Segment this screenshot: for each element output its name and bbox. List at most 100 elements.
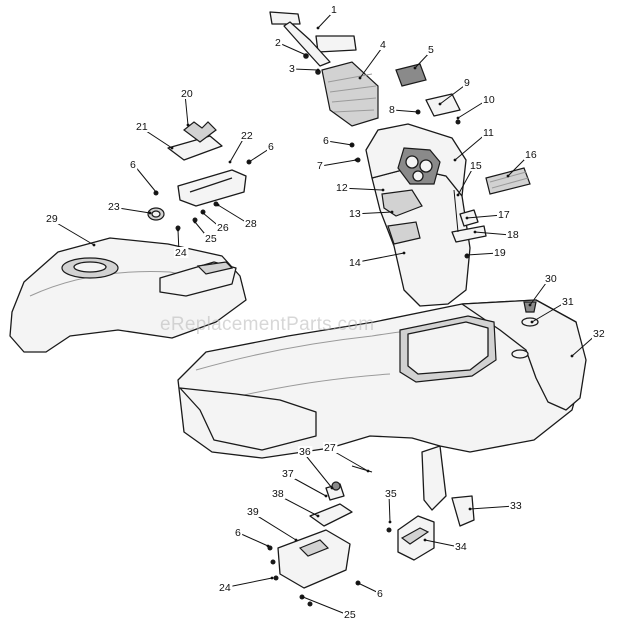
leader-tip-c27 xyxy=(366,469,370,473)
leader-line-c7 xyxy=(320,159,357,167)
leader-tip-c9 xyxy=(438,102,442,106)
leader-line-c6b xyxy=(133,164,157,193)
watermark-text: eReplacementParts.com xyxy=(160,314,374,335)
callout-bg-c6a xyxy=(267,141,276,152)
leader-line-c3 xyxy=(292,68,319,71)
callout-bg-c4 xyxy=(379,39,388,50)
leader-tip-c6e xyxy=(356,581,360,585)
callout-c16: 16 xyxy=(525,149,537,161)
callout-c27: 27 xyxy=(324,442,336,454)
callout-c32: 32 xyxy=(593,328,605,340)
callout-bg-c13 xyxy=(348,208,363,219)
callout-bg-c23 xyxy=(107,201,122,212)
leader-tip-c19 xyxy=(465,253,469,257)
leader-tip-c29 xyxy=(92,243,96,247)
callout-bg-c6c xyxy=(322,135,331,146)
switch-bracket-assembly xyxy=(267,465,373,607)
callout-bg-c6b xyxy=(129,159,138,170)
leader-tip-c12 xyxy=(381,188,385,192)
leader-line-c28 xyxy=(217,204,250,225)
leader-line-c8 xyxy=(392,109,419,113)
leader-tip-c18 xyxy=(473,230,477,234)
callout-bg-c6d xyxy=(234,527,243,538)
callout-c36: 36 xyxy=(299,446,311,458)
leader-tip-c1 xyxy=(316,26,320,30)
leader-tip-c26 xyxy=(201,211,205,215)
callout-bg-c37 xyxy=(281,468,296,479)
callout-c28: 28 xyxy=(245,218,257,230)
callout-c29: 29 xyxy=(46,213,58,225)
callout-c7: 7 xyxy=(317,160,323,172)
callout-c13: 13 xyxy=(349,208,361,220)
callout-c6e: 6 xyxy=(377,588,383,600)
callout-c22: 22 xyxy=(241,130,253,142)
callout-c37: 37 xyxy=(282,468,294,480)
leader-tip-c25a xyxy=(193,220,197,224)
leader-tip-c2 xyxy=(304,53,308,57)
callout-c6a: 6 xyxy=(268,141,274,153)
callout-bg-c15 xyxy=(469,160,484,171)
leader-tip-c22 xyxy=(228,160,232,164)
callout-bg-c30 xyxy=(544,273,559,284)
callout-c3: 3 xyxy=(289,63,295,75)
callout-bg-c1 xyxy=(330,4,339,15)
callout-c38: 38 xyxy=(272,488,284,500)
leader-tip-c35 xyxy=(388,520,392,524)
callout-bg-c31 xyxy=(561,296,576,307)
callout-bg-c20 xyxy=(180,88,195,99)
callout-bg-c34 xyxy=(454,541,469,552)
leader-tip-c36 xyxy=(330,486,334,490)
leader-line-c2 xyxy=(278,42,307,56)
callout-c4: 4 xyxy=(380,39,386,51)
callout-bg-c11 xyxy=(482,127,497,138)
control-lever xyxy=(269,11,379,127)
leader-line-c11 xyxy=(454,132,488,161)
callout-c15: 15 xyxy=(470,160,482,172)
leader-tip-c16 xyxy=(506,174,510,178)
leader-line-c4 xyxy=(359,44,385,79)
callout-bg-c10 xyxy=(482,94,497,105)
leader-tip-c8 xyxy=(416,110,420,114)
callout-c11: 11 xyxy=(483,127,494,139)
leader-tip-c28 xyxy=(216,203,220,207)
leader-line-c36 xyxy=(302,451,333,489)
leader-line-c31 xyxy=(531,301,567,323)
leader-line-c6d xyxy=(238,532,269,547)
leader-tip-c17 xyxy=(465,216,469,220)
callout-bg-c16 xyxy=(524,149,539,160)
leader-line-c33 xyxy=(469,505,515,510)
callout-c24b: 24 xyxy=(219,582,231,594)
leader-tip-c6c xyxy=(350,143,354,147)
callout-bg-c22 xyxy=(240,130,255,141)
leader-line-c34 xyxy=(424,539,460,548)
leader-tip-c30 xyxy=(528,303,532,307)
callout-bg-c2 xyxy=(274,37,283,48)
callout-bg-c28 xyxy=(244,218,259,229)
leader-tip-c15 xyxy=(456,193,460,197)
callout-c1: 1 xyxy=(331,4,337,16)
leader-tip-c13 xyxy=(390,210,394,214)
leader-tip-c24b xyxy=(270,576,274,580)
leader-line-c6c xyxy=(326,140,353,146)
leader-line-c18 xyxy=(474,231,512,236)
callout-c21: 21 xyxy=(136,121,148,133)
leader-tip-c6d xyxy=(266,544,270,548)
callout-c9: 9 xyxy=(464,77,470,89)
callout-c2: 2 xyxy=(275,37,281,49)
leader-tip-c4 xyxy=(358,76,362,80)
leader-line-c17 xyxy=(466,214,503,219)
leader-tip-c6b xyxy=(154,190,158,194)
callout-c18: 18 xyxy=(507,229,519,241)
callout-c39: 39 xyxy=(247,506,259,518)
callout-bg-c35 xyxy=(384,488,399,499)
callout-bg-c7 xyxy=(316,160,325,171)
leader-tip-c39 xyxy=(294,538,298,542)
callout-bg-c14 xyxy=(348,257,363,268)
callout-c19: 19 xyxy=(494,247,506,259)
leader-tip-c6a xyxy=(247,160,251,164)
callout-c8: 8 xyxy=(389,104,395,116)
callout-c14: 14 xyxy=(349,257,361,269)
callout-bg-c3 xyxy=(288,63,297,74)
steering-tower xyxy=(365,123,471,307)
